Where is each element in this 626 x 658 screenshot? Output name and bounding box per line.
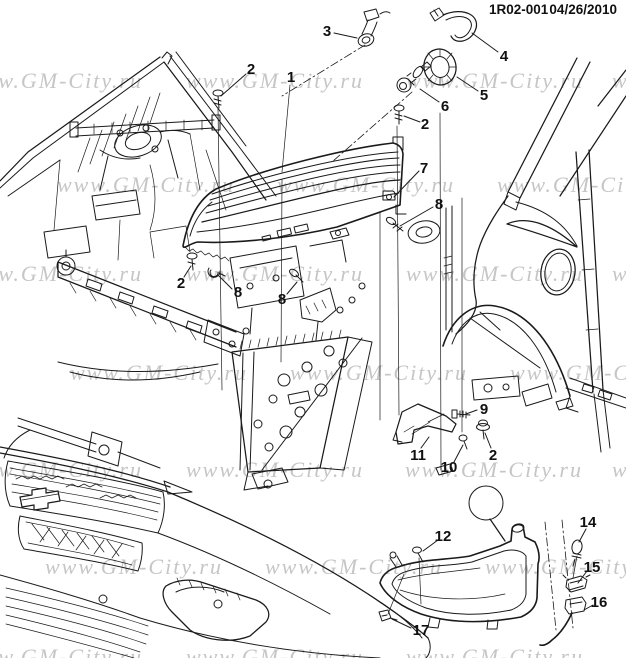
callout-9: 9 xyxy=(480,401,488,418)
document-date: 04/26/2010 xyxy=(549,2,617,17)
screw-2c xyxy=(186,252,198,271)
bulb-6 xyxy=(396,61,432,93)
callout-2-b: 2 xyxy=(421,116,429,133)
callout-16: 16 xyxy=(591,594,608,611)
header: 1R02-001 04/26/2010 xyxy=(489,2,617,17)
callout-17: 17 xyxy=(413,622,430,639)
callout-8-c: 8 xyxy=(278,291,286,308)
callout-leaders xyxy=(183,32,594,629)
screw-12 xyxy=(412,546,424,563)
watermark: www.GM-City.ru xyxy=(57,172,235,197)
headlamp-assembly-drawing xyxy=(182,136,407,262)
socket-15 xyxy=(562,574,591,593)
connector-16 xyxy=(539,596,587,647)
callout-2-c: 2 xyxy=(177,275,185,292)
bolt-9 xyxy=(451,409,471,419)
screw-2b xyxy=(393,104,405,125)
harness-4 xyxy=(429,7,478,42)
turn-signal-lamp-drawing xyxy=(379,519,591,647)
callout-15: 15 xyxy=(584,559,601,576)
watermark: www.GM-City.ru xyxy=(0,68,143,93)
watermark: www.GM-City.ru xyxy=(265,554,443,579)
callout-8-a: 8 xyxy=(435,196,443,213)
watermark: www.GM-City.ru xyxy=(510,360,626,385)
callout-4: 4 xyxy=(500,48,509,65)
watermark: www.GM-City.ru xyxy=(70,360,248,385)
callout-2-a: 2 xyxy=(247,61,255,78)
callout-14: 14 xyxy=(580,514,597,531)
callouts: 1 2 2 2 2 3 4 5 6 7 8 8 8 9 10 11 12 14 … xyxy=(177,23,608,639)
watermark: www.GM-City.ru xyxy=(406,68,584,93)
screw-2a xyxy=(212,89,224,109)
watermark: www.GM-City.ru xyxy=(186,68,364,93)
screw-8c xyxy=(289,268,304,283)
callout-7: 7 xyxy=(420,160,428,177)
highlight-group xyxy=(468,485,506,542)
watermark: www.GM-City.ru xyxy=(406,644,584,658)
callout-1: 1 xyxy=(287,69,295,86)
clip-7 xyxy=(382,190,396,201)
watermark: www.GM-City.ru xyxy=(0,644,143,658)
callout-5: 5 xyxy=(480,87,488,104)
socket-3 xyxy=(357,8,391,47)
callout-8-b: 8 xyxy=(234,284,242,301)
watermark: www.GM-City.ru xyxy=(186,644,364,658)
callout-12: 12 xyxy=(435,528,452,545)
clip-17 xyxy=(378,609,398,622)
screw-2d xyxy=(476,419,490,440)
watermark: www.GM-City.ru xyxy=(406,261,584,286)
watermark: www.GM-City.ru xyxy=(485,554,626,579)
callout-2-d: 2 xyxy=(489,447,497,464)
document-number: 1R02-001 xyxy=(489,2,549,17)
watermark-layer: www.GM-City.ru www.GM-City.ru www.GM-Cit… xyxy=(0,68,626,658)
watermark: www.GM-City.ru xyxy=(612,261,626,286)
chevrolet-bowtie-emblem xyxy=(19,487,61,511)
clip-8b xyxy=(207,267,226,278)
engine-bay-drawing xyxy=(0,44,463,491)
callout-11: 11 xyxy=(410,447,426,464)
watermark: www.GM-City.ru xyxy=(186,261,364,286)
bumper-grille-drawing xyxy=(0,446,431,658)
fastener-drawings xyxy=(186,89,490,622)
watermark: www.GM-City.ru xyxy=(612,457,626,482)
fender-drawing xyxy=(407,57,626,453)
bracket-11-drawing xyxy=(392,403,457,445)
callout-6: 6 xyxy=(441,98,449,115)
callout-3: 3 xyxy=(323,23,331,40)
highlight-circle xyxy=(468,485,504,521)
screw-10 xyxy=(458,434,468,450)
bulb-parts-drawing xyxy=(357,7,478,93)
screw-8a xyxy=(385,216,404,232)
watermark: www.GM-City.ru xyxy=(405,457,583,482)
watermark: www.GM-City.ru xyxy=(290,360,468,385)
callout-10: 10 xyxy=(441,459,458,476)
